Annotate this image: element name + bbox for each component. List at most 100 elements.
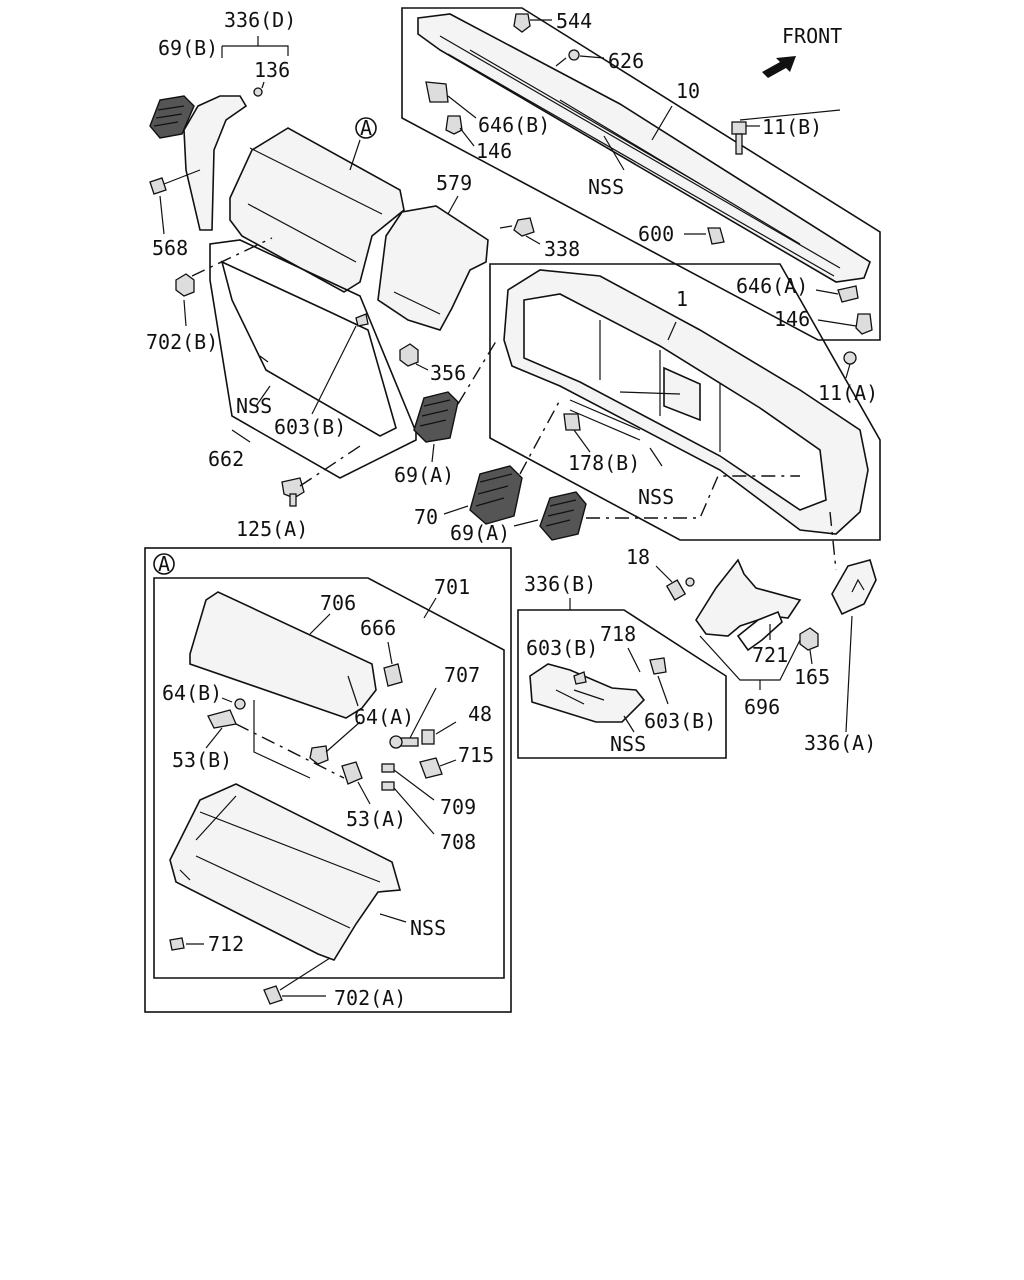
label-70: 70 xyxy=(414,505,438,529)
vent-70-icon xyxy=(469,465,523,525)
latch-715-icon xyxy=(419,757,443,779)
label-53B: 53(B) xyxy=(172,748,232,772)
front-arrow-icon xyxy=(762,56,796,78)
label-nss-3: NSS xyxy=(638,485,674,509)
label-53A: 53(A) xyxy=(346,807,406,831)
label-338: 338 xyxy=(544,237,580,261)
label-125A: 125(A) xyxy=(236,517,308,541)
screw-136-icon xyxy=(253,87,263,97)
detail-box-a: A xyxy=(144,547,512,1013)
label-646A: 646(A) xyxy=(736,274,808,298)
pin-708-icon xyxy=(381,781,395,791)
vent-69A-lower-icon xyxy=(539,491,587,541)
label-178B: 178(B) xyxy=(568,451,640,475)
label-666: 666 xyxy=(360,616,396,640)
label-336A: 336(A) xyxy=(804,731,876,755)
label-568: 568 xyxy=(152,236,188,260)
label-nss-1: NSS xyxy=(588,175,624,199)
nut-165-icon xyxy=(799,627,819,651)
bolt-18-icon xyxy=(665,577,695,601)
nut-356-icon xyxy=(399,343,419,367)
screw-568-icon xyxy=(149,177,167,195)
label-646B: 646(B) xyxy=(478,113,550,137)
label-356: 356 xyxy=(430,361,466,385)
center-upper-parts xyxy=(377,195,541,371)
label-165: 165 xyxy=(794,665,830,689)
label-136: 136 xyxy=(254,58,290,82)
label-662: 662 xyxy=(208,447,244,471)
label-579: 579 xyxy=(436,171,472,195)
striker-53A-icon xyxy=(341,761,363,785)
label-721: 721 xyxy=(752,643,788,667)
label-nss-5: NSS xyxy=(410,916,446,940)
label-146b: 146 xyxy=(774,307,810,331)
side-trim-336B-group xyxy=(517,598,727,759)
clip-646B-icon xyxy=(425,81,449,103)
label-603B-3: 603(B) xyxy=(644,709,716,733)
main-dash-group xyxy=(489,263,881,541)
label-69A-2: 69(A) xyxy=(450,521,510,545)
label-600: 600 xyxy=(638,222,674,246)
pin-709-icon xyxy=(381,763,395,773)
screw-603B-left-icon xyxy=(573,671,587,685)
detail-box-a-marker-label: A xyxy=(158,552,170,576)
callout-labels: 336(D) 69(B) 136 568 702(B) 579 544 626 … xyxy=(146,8,878,1010)
section-marker-a-label: A xyxy=(360,116,372,140)
nut-702B-icon xyxy=(175,273,195,297)
label-48: 48 xyxy=(468,702,492,726)
label-336D: 336(D) xyxy=(224,8,296,32)
clip-178B-icon xyxy=(563,413,581,431)
label-712: 712 xyxy=(208,932,244,956)
clip-146b-icon xyxy=(855,313,873,335)
plate-53B-icon xyxy=(207,709,237,729)
screw-603B-icon xyxy=(355,313,369,327)
clip-125A-icon xyxy=(281,477,305,507)
label-702B: 702(B) xyxy=(146,330,218,354)
label-702A: 702(A) xyxy=(334,986,406,1010)
vents-group xyxy=(413,337,800,541)
label-626: 626 xyxy=(608,49,644,73)
label-707: 707 xyxy=(444,663,480,687)
label-69B: 69(B) xyxy=(158,36,218,60)
label-nss-2: NSS xyxy=(236,394,272,418)
screw-707-icon xyxy=(389,735,419,749)
label-336B: 336(B) xyxy=(524,572,596,596)
label-701: 701 xyxy=(434,575,470,599)
label-69A-1: 69(A) xyxy=(394,463,454,487)
label-11A: 11(A) xyxy=(818,381,878,405)
detail-box-a-marker: A xyxy=(153,552,175,576)
label-706: 706 xyxy=(320,591,356,615)
upper-panel-group xyxy=(401,7,881,379)
left-upper-group: A xyxy=(149,36,405,327)
section-marker-a: A xyxy=(355,116,377,140)
label-696: 696 xyxy=(744,695,780,719)
clip-146a-icon xyxy=(445,115,463,135)
screw-626-icon xyxy=(555,49,580,67)
clip-544-icon xyxy=(513,13,531,33)
vent-69B-icon xyxy=(149,95,195,139)
clip-646A-icon xyxy=(837,285,859,303)
bolt-11B-icon xyxy=(731,121,747,155)
label-603B-1: 603(B) xyxy=(274,415,346,439)
label-11B: 11(B) xyxy=(762,115,822,139)
screw-712-icon xyxy=(169,937,185,951)
label-18: 18 xyxy=(626,545,650,569)
label-708: 708 xyxy=(440,830,476,854)
label-709: 709 xyxy=(440,795,476,819)
glovebox-lid-662 xyxy=(209,239,417,507)
label-544: 544 xyxy=(556,9,592,33)
lower-right-trim-group xyxy=(655,511,877,733)
label-146a: 146 xyxy=(476,139,512,163)
label-nss-4: NSS xyxy=(610,732,646,756)
clip-702A-icon xyxy=(263,985,283,1005)
clip-603B-right-icon xyxy=(649,657,667,675)
vent-69A-upper-icon xyxy=(413,391,459,443)
label-64A: 64(A) xyxy=(354,705,414,729)
screw-11A-icon xyxy=(843,351,857,365)
clip-64A-icon xyxy=(309,745,329,765)
clip-600-icon xyxy=(707,227,725,245)
clip-666-icon xyxy=(383,663,403,687)
label-10: 10 xyxy=(676,79,700,103)
screw-64B-icon xyxy=(234,698,246,710)
